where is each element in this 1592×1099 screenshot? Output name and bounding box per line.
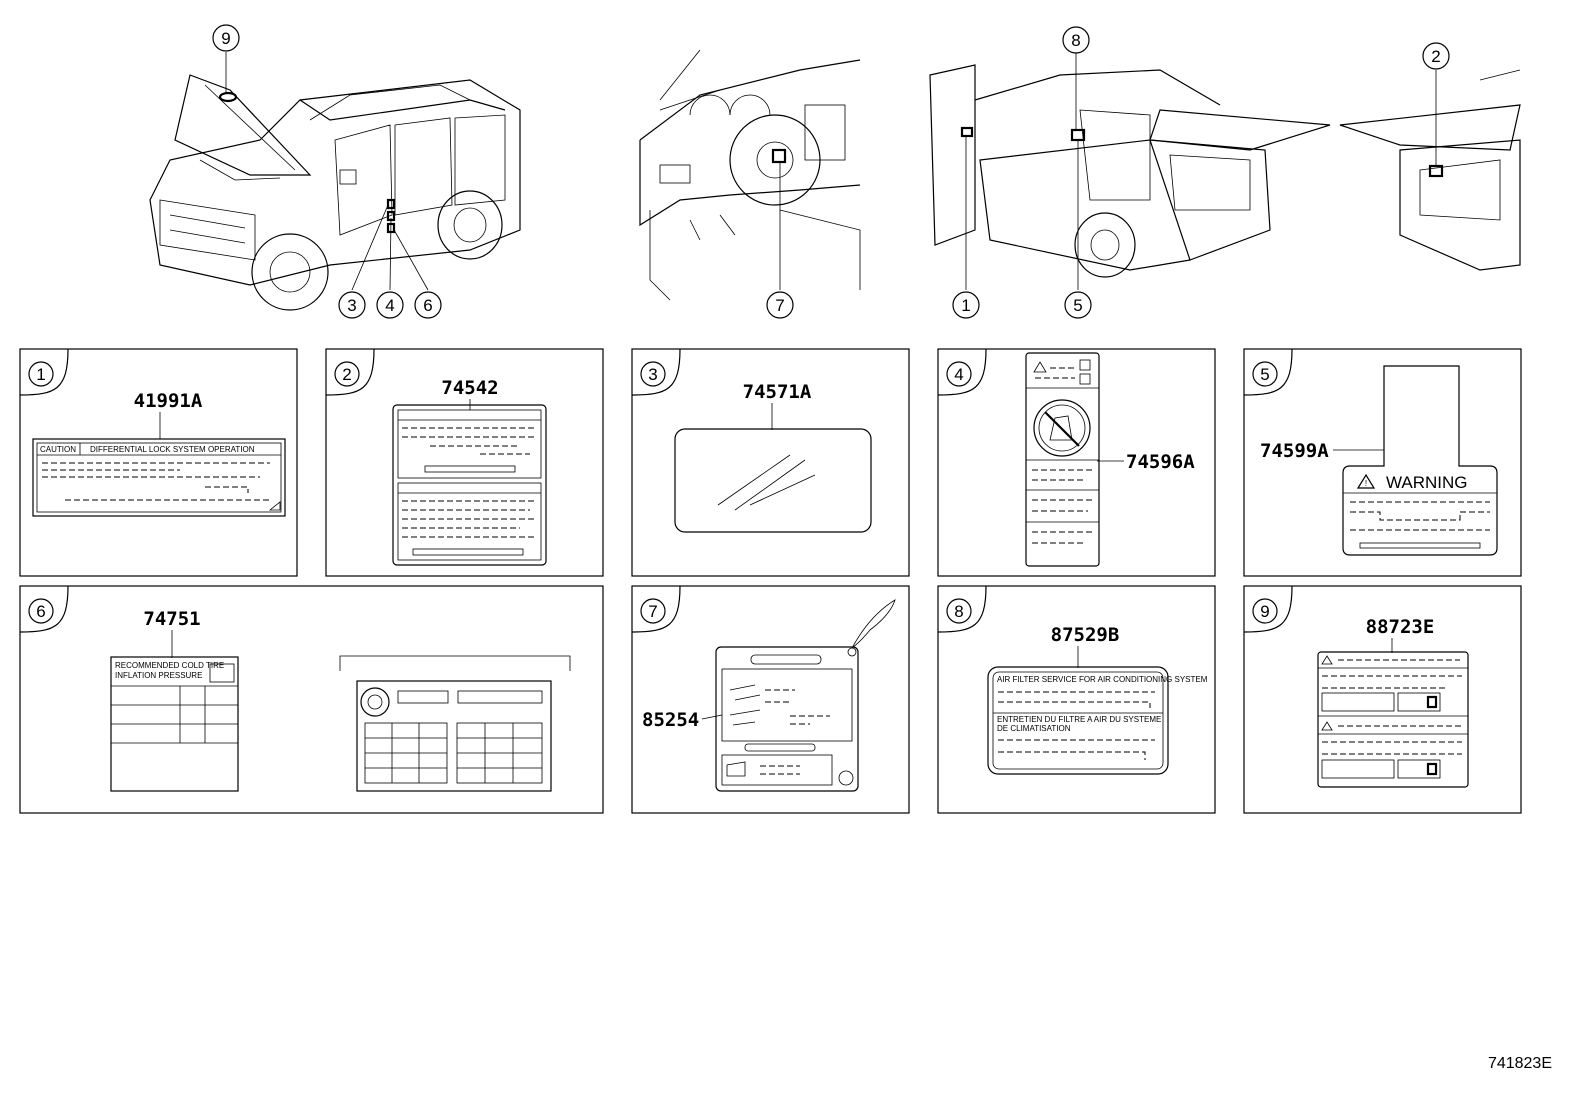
panel-2-number: 2 — [334, 361, 360, 387]
svg-text:3: 3 — [648, 365, 657, 384]
refrigerant-icon — [1426, 762, 1438, 776]
panel-4: 4 74596A — [937, 348, 1216, 577]
panel-2: 2 74542 — [325, 348, 604, 577]
svg-text:9: 9 — [221, 29, 230, 48]
panel-7-number: 7 — [640, 598, 666, 624]
svg-text:4: 4 — [954, 365, 963, 384]
callout-car1-6: 6 — [414, 291, 442, 319]
panel-6: 6 74751 RECOMMENDED COLD TIRE INFLATION … — [19, 585, 604, 814]
panel-5: 5 74599A ! WARNING — [1243, 348, 1522, 577]
part-number-74596A: 74596A — [1126, 451, 1195, 473]
part-number-74599A: 74599A — [1260, 440, 1329, 462]
svg-text:7: 7 — [648, 602, 657, 621]
label-en-text: AIR FILTER SERVICE FOR AIR CONDITIONING … — [997, 675, 1208, 684]
svg-text:6: 6 — [423, 296, 432, 315]
svg-text:!: ! — [1365, 479, 1367, 488]
part-number-74542: 74542 — [441, 377, 498, 399]
warning-triangle-icon — [1321, 655, 1333, 665]
callout-rear-2: 2 — [1422, 42, 1450, 70]
no-child-seat-icon — [1033, 399, 1091, 457]
label-fr-text-1: ENTRETIEN DU FILTRE A AIR DU SYSTEME — [997, 715, 1161, 724]
label-caution-text: CAUTION — [40, 445, 76, 454]
callout-car2-8: 8 — [1062, 26, 1090, 54]
panel-5-number: 5 — [1252, 361, 1278, 387]
label-heading-text: DIFFERENTIAL LOCK SYSTEM OPERATION — [90, 445, 255, 454]
svg-text:3: 3 — [347, 296, 356, 315]
callout-interior-7: 7 — [766, 291, 794, 319]
warning-heading: WARNING — [1386, 473, 1468, 492]
warning-triangle-icon — [1321, 721, 1333, 731]
vehicle-front-illustration — [149, 52, 521, 311]
panel-8-number: 8 — [946, 598, 972, 624]
svg-text:1: 1 — [961, 296, 970, 315]
svg-text:2: 2 — [342, 365, 351, 384]
tire-label-line-2: INFLATION PRESSURE — [115, 671, 202, 680]
svg-text:8: 8 — [954, 602, 963, 621]
callout-car1-4: 4 — [376, 291, 404, 319]
warning-triangle-icon — [1356, 473, 1376, 489]
cargo-illustration — [1339, 69, 1521, 271]
callout-car2-5: 5 — [1064, 291, 1092, 319]
panel-1-number: 1 — [28, 361, 54, 387]
svg-text:4: 4 — [385, 296, 394, 315]
panel-8: 8 87529B AIR FILTER SERVICE FOR AIR COND… — [937, 585, 1216, 814]
svg-text:5: 5 — [1260, 365, 1269, 384]
svg-text:5: 5 — [1073, 296, 1082, 315]
callout-car1-9: 9 — [212, 24, 240, 52]
vehicle-rear-illustration — [929, 52, 1331, 290]
tire-icon — [360, 687, 390, 717]
svg-text:9: 9 — [1260, 602, 1269, 621]
label-fr-text-2: DE CLIMATISATION — [997, 724, 1071, 733]
panel-9: 9 88723E — [1243, 585, 1522, 814]
part-number-87529B: 87529B — [1051, 624, 1120, 646]
callout-car1-3: 3 — [338, 291, 366, 319]
panel-4-number: 4 — [946, 361, 972, 387]
part-number-74571A: 74571A — [743, 381, 812, 403]
interior-illustration — [639, 49, 861, 301]
svg-text:2: 2 — [1431, 47, 1440, 66]
panel-1: 1 41991A CAUTION DIFFERENTIAL LOCK SYSTE… — [19, 348, 298, 577]
part-number-85254: 85254 — [642, 709, 699, 731]
warning-triangle-icon — [1033, 361, 1047, 373]
panel-3: 3 74571A — [631, 348, 910, 577]
panel-6-number: 6 — [28, 598, 54, 624]
drawing-code: 741823E — [1487, 1055, 1552, 1072]
refrigerant-icon — [1426, 695, 1438, 709]
svg-text:1: 1 — [36, 365, 45, 384]
tire-label-line-1: RECOMMENDED COLD TIRE — [115, 661, 224, 670]
svg-text:8: 8 — [1071, 31, 1080, 50]
svg-text:7: 7 — [775, 296, 784, 315]
part-number-41991A: 41991A — [134, 390, 203, 412]
part-number-74751: 74751 — [143, 608, 200, 630]
panel-7: 7 85254 — [631, 585, 910, 814]
svg-text:6: 6 — [36, 602, 45, 621]
panel-3-number: 3 — [640, 361, 666, 387]
part-number-88723E: 88723E — [1366, 616, 1435, 638]
panel-9-number: 9 — [1252, 598, 1278, 624]
callout-car2-1: 1 — [952, 291, 980, 319]
